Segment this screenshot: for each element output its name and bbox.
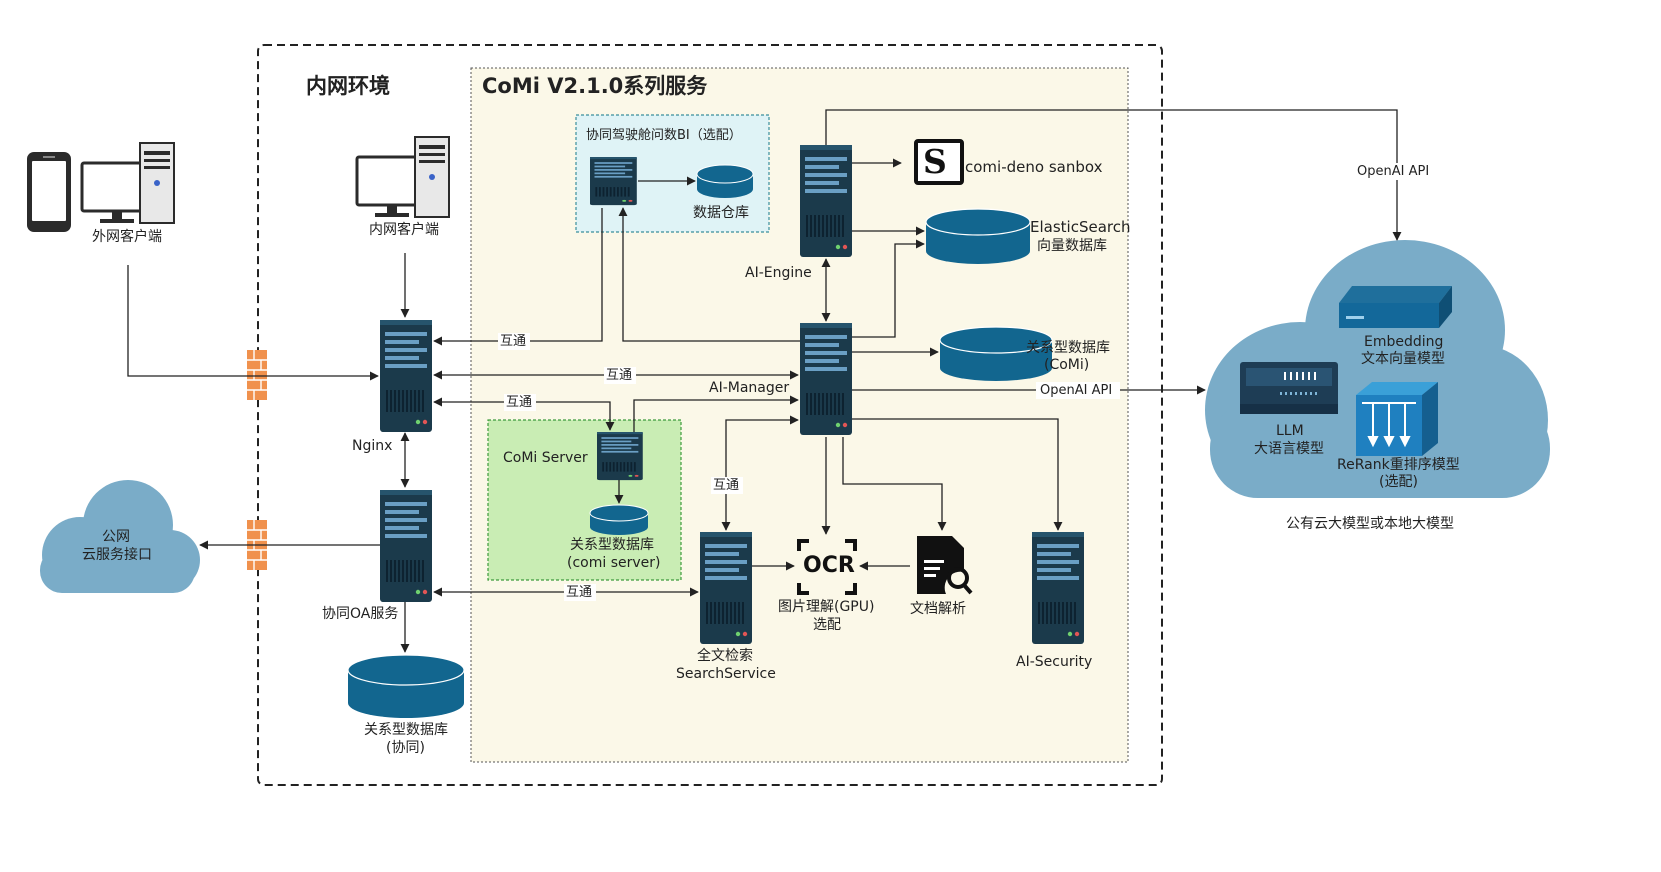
comi-server-zone <box>487 419 682 581</box>
sandbox-label: comi-deno sanbox <box>965 158 1103 176</box>
intranet-zone-title: 内网环境 <box>306 74 390 98</box>
oa-db-label-2: (协同) <box>386 740 425 756</box>
edge-manager-bi <box>618 207 800 342</box>
ai-security-server-icon <box>1032 532 1084 644</box>
comi-db-label-2: (CoMi) <box>1044 357 1090 373</box>
search-label-2: SearchService <box>676 666 776 682</box>
comi-server-db-label-2: (comi server) <box>567 555 661 571</box>
firewall-icon <box>246 349 268 401</box>
bi-zone-title: 协同驾驶舱问数BI（选配） <box>586 128 742 143</box>
sandbox-letter: S <box>923 142 947 181</box>
data-warehouse-label: 数据仓库 <box>693 205 749 221</box>
es-label-2: 向量数据库 <box>1037 238 1107 254</box>
nginx-label: Nginx <box>352 438 393 454</box>
oa-service-label: 协同OA服务 <box>322 606 399 622</box>
ai-security-label: AI-Security <box>1016 654 1093 670</box>
cloud-models-caption: 公有云大模型或本地大模型 <box>1286 516 1454 532</box>
rerank-label-2: (选配) <box>1379 474 1418 490</box>
database-icon <box>925 208 1031 264</box>
ocr-icon <box>797 539 857 595</box>
edge-bi-nginx <box>433 208 603 346</box>
ai-manager-server-icon <box>800 323 852 435</box>
edge-label-hutong: 互通 <box>500 334 527 349</box>
edge-label-hutong: 互通 <box>713 478 740 493</box>
nginx-server-icon <box>380 320 432 432</box>
sandbox-logo-icon <box>914 139 964 185</box>
edge-label-hutong: 互通 <box>506 395 533 410</box>
comi-server-zone-title: CoMi Server <box>503 450 588 466</box>
ai-engine-server-icon <box>800 145 852 257</box>
intranet-zone <box>257 44 1163 786</box>
edge-external-nginx <box>127 265 379 381</box>
public-cloud-label-2: 云服务接口 <box>82 547 152 563</box>
internal-desktop-icon <box>355 135 451 219</box>
database-icon <box>696 164 754 198</box>
doc-parse-label: 文档解析 <box>910 601 966 617</box>
embedding-label-1: Embedding <box>1364 334 1444 350</box>
oa-server-icon <box>380 490 432 602</box>
es-label-1: ElasticSearch <box>1030 218 1131 236</box>
llm-label-1: LLM <box>1276 423 1304 439</box>
oa-db-label-1: 关系型数据库 <box>364 722 448 738</box>
ai-engine-label: AI-Engine <box>745 265 812 281</box>
llm-label-2: 大语言模型 <box>1254 441 1324 457</box>
edge-manager-security <box>852 418 1063 531</box>
rerank-model-icon <box>1356 382 1438 456</box>
edge-label-openai: OpenAI API <box>1357 164 1430 179</box>
edge-comiserver-manager <box>633 395 799 432</box>
bi-server-icon <box>590 157 637 206</box>
edge-nginx-comiserver <box>433 397 615 431</box>
comi-server-icon <box>597 432 643 481</box>
embedding-model-icon <box>1339 286 1452 328</box>
public-cloud-icon <box>40 480 200 593</box>
search-label-1: 全文检索 <box>697 648 753 664</box>
internal-client-label: 内网客户端 <box>369 222 439 238</box>
comi-server-db-label-1: 关系型数据库 <box>570 537 654 553</box>
ai-manager-label: AI-Manager <box>709 380 790 396</box>
rerank-label-1: ReRank重排序模型 <box>1337 457 1460 473</box>
embedding-label-2: 文本向量模型 <box>1361 351 1445 367</box>
edge-label-hutong: 互通 <box>566 585 593 600</box>
ocr-label-2: 选配 <box>813 617 841 633</box>
external-desktop-icon <box>80 141 176 225</box>
comi-db-label-1: 关系型数据库 <box>1026 340 1110 356</box>
document-search-icon <box>917 536 973 595</box>
search-server-icon <box>700 532 752 644</box>
edge-label-openai: OpenAI API <box>1040 383 1113 398</box>
edge-label-hutong: 互通 <box>606 368 633 383</box>
smartphone-icon <box>27 152 71 232</box>
external-client-label: 外网客户端 <box>92 229 162 245</box>
llm-model-icon <box>1240 362 1338 414</box>
database-icon <box>939 326 1053 381</box>
database-icon <box>347 654 465 718</box>
comi-zone-title: CoMi V2.1.0系列服务 <box>482 74 708 98</box>
edge-manager-es <box>852 239 925 338</box>
ocr-label-1: 图片理解(GPU) <box>778 599 875 615</box>
database-icon <box>589 504 649 535</box>
public-cloud-label-1: 公网 <box>102 529 130 545</box>
ocr-text: OCR <box>803 553 855 578</box>
edge-manager-doc <box>842 437 947 531</box>
